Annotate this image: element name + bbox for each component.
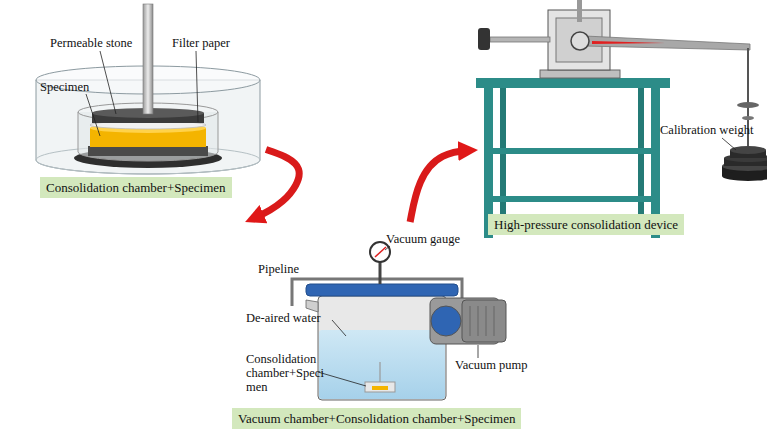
- vacuum-pump: [431, 306, 461, 336]
- vacuum-pump: [486, 306, 487, 336]
- loading-rod: [143, 4, 153, 114]
- submerged-chamber: [365, 362, 395, 392]
- vacuum-vessel: [306, 284, 458, 296]
- submerged-chamber: [372, 386, 388, 390]
- part-label: Specimen: [40, 80, 89, 94]
- loading-frame: [540, 70, 620, 78]
- stage-label: Consolidation chamber+Specimen: [40, 177, 232, 198]
- calibration-weights: [722, 171, 767, 181]
- weight-hanger: [742, 116, 754, 120]
- part-label: Vacuum pump: [455, 358, 528, 372]
- vacuum-pump: [494, 306, 495, 336]
- stage-label: Vacuum chamber+Consolidation chamber+Spe…: [232, 408, 521, 429]
- stage-label: High-pressure consolidation device: [488, 214, 684, 235]
- bottom-permeable-stone: [88, 146, 208, 156]
- loading-rod: [143, 4, 153, 114]
- part-label: Calibration weight: [660, 123, 753, 137]
- vacuum-vessel: [318, 296, 446, 400]
- leader-line: [385, 246, 390, 250]
- vacuum-vessel: [319, 330, 445, 399]
- vacuum-pump: [430, 298, 506, 344]
- stage-panel: Vacuum chamber+Consolidation chamber+Spe…: [228, 222, 528, 435]
- part-label: Vacuum gauge: [386, 232, 460, 246]
- lever-arm: [585, 36, 750, 50]
- device-stand: [476, 78, 670, 88]
- leader-line: [332, 320, 346, 336]
- leader-line: [100, 51, 116, 114]
- lever-arm: [478, 28, 750, 50]
- part-label: Pipeline: [258, 262, 299, 276]
- lever-arm: [478, 28, 490, 50]
- lever-arm: [592, 41, 665, 44]
- loading-frame: [577, 0, 582, 22]
- weight-hanger: [737, 102, 759, 108]
- vacuum-pump: [478, 306, 479, 336]
- part-label: Consolidation chamber+Speci men: [246, 352, 326, 394]
- leader-line: [86, 94, 100, 136]
- leader-line: [478, 345, 479, 358]
- bottom-permeable-stone: [88, 146, 208, 156]
- leader-line: [722, 138, 736, 150]
- part-label: Filter paper: [172, 36, 230, 50]
- vacuum-gauge: [379, 262, 382, 284]
- submerged-chamber: [365, 382, 395, 392]
- device-stand: [493, 196, 651, 202]
- specimen-ring: [78, 112, 218, 161]
- device-stand: [493, 148, 651, 154]
- process-arrow: [245, 149, 299, 222]
- vacuum-gauge: [375, 247, 386, 257]
- leader-line: [86, 51, 198, 136]
- part-label: Permeable stone: [50, 36, 132, 50]
- vacuum-pump: [462, 300, 506, 342]
- calibration-weights: [722, 146, 767, 181]
- leader-line: [318, 246, 478, 386]
- part-label: De-aired water: [246, 311, 321, 325]
- lever-arm: [490, 37, 550, 42]
- leader-line: [318, 372, 366, 386]
- vacuum-gauge: [370, 242, 390, 284]
- stage-panel: Consolidation chamber+Specimen: [30, 0, 266, 202]
- process-arrow: [410, 150, 478, 222]
- vacuum-vessel: [306, 300, 318, 312]
- vacuum-pump: [470, 306, 471, 336]
- leader-line: [196, 51, 198, 122]
- stage-panel: High-pressure consolidation device: [478, 0, 767, 240]
- leader-line: [722, 138, 736, 150]
- lever-arm: [571, 32, 589, 50]
